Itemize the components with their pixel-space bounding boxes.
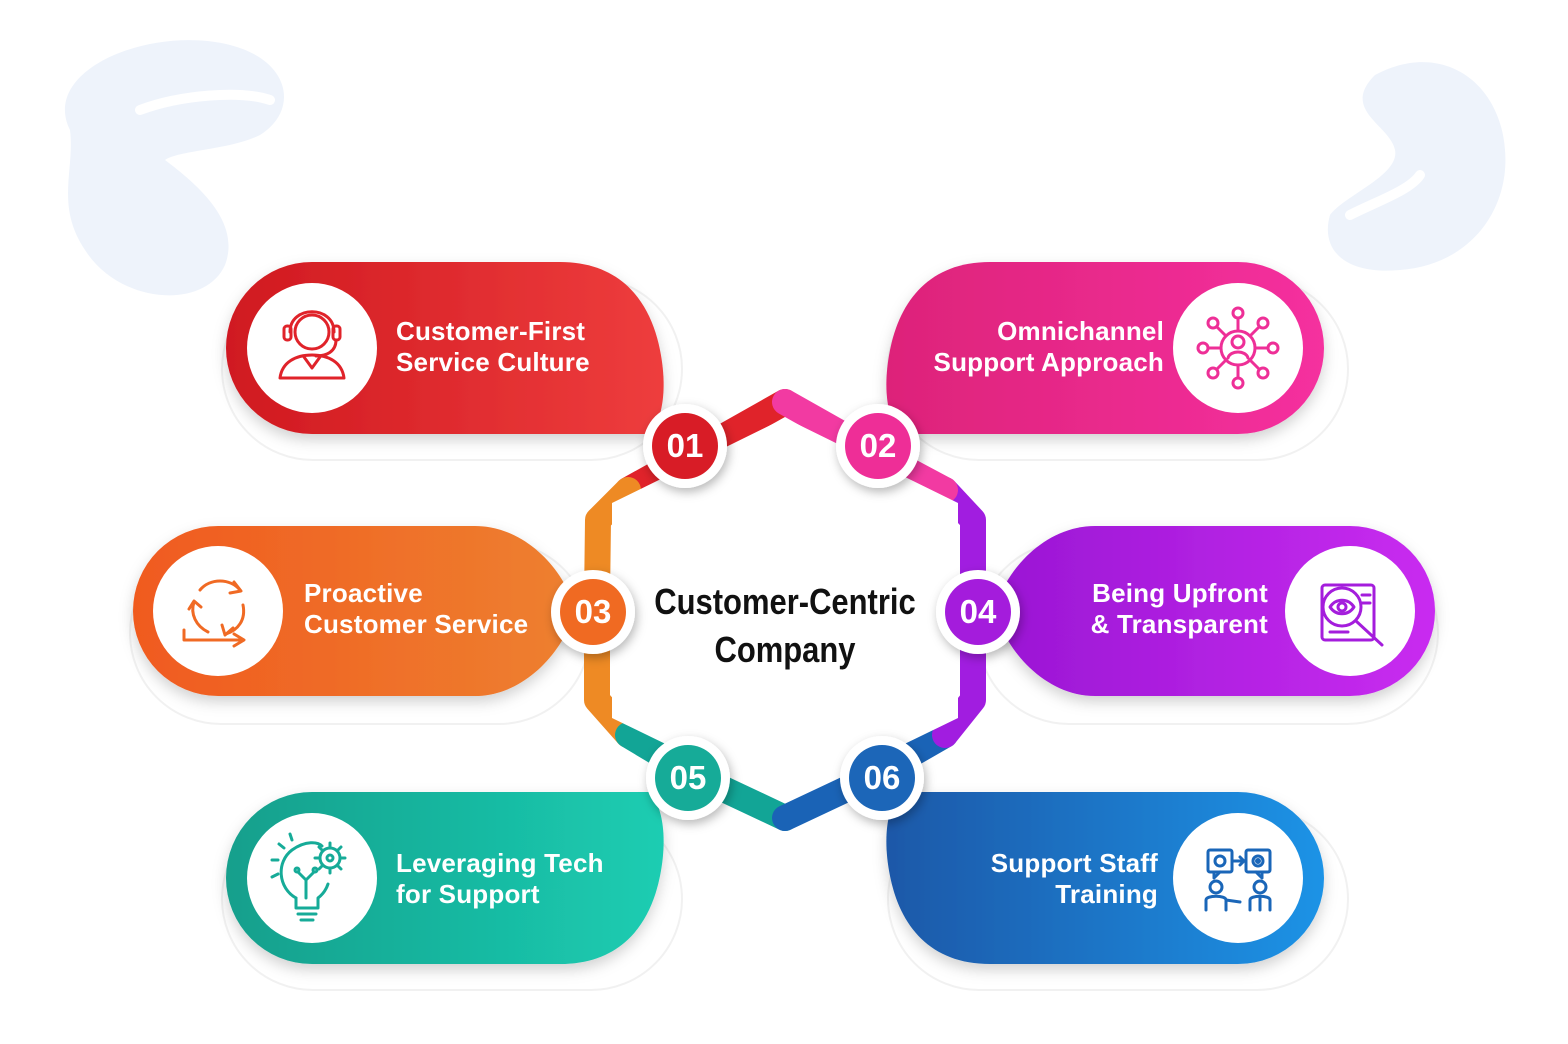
customer-support-agent-icon	[278, 310, 346, 380]
item-01-line1: Customer-First	[396, 316, 586, 346]
item-03-line1: Proactive	[304, 578, 423, 608]
item-06-line2: Training	[1055, 879, 1158, 909]
center-title-line1: Customer-Centric	[654, 581, 916, 622]
item-04-label: Being Upfront & Transparent	[1091, 578, 1268, 640]
item-04-line2: & Transparent	[1090, 609, 1268, 639]
item-03-line2: Customer Service	[304, 609, 529, 639]
item-06-line1: Support Staff	[990, 848, 1158, 878]
item-01-line2: Service Culture	[396, 347, 590, 377]
item-05-line2: for Support	[396, 879, 540, 909]
staff-training-icon	[1204, 848, 1272, 912]
hexagon-center	[612, 418, 958, 802]
decorative-blob-right	[1327, 62, 1506, 271]
item-06-number: 06	[863, 759, 901, 796]
item-05-line1: Leveraging Tech	[396, 848, 604, 878]
item-02-line1: Omnichannel	[997, 316, 1164, 346]
omnichannel-network-icon	[1196, 306, 1280, 390]
item-03-number: 03	[574, 593, 612, 630]
transparency-magnifier-icon	[1320, 583, 1384, 647]
item-03-label: Proactive Customer Service	[304, 578, 528, 640]
item-04-line1: Being Upfront	[1092, 578, 1268, 608]
number-badges	[551, 404, 1020, 820]
proactive-cycle-arrows-icon	[182, 579, 246, 648]
item-06-label: Support Staff Training	[991, 848, 1158, 910]
center-title-line2: Company	[714, 629, 856, 670]
decorative-blob-left	[64, 40, 284, 296]
item-01-label: Customer-First Service Culture	[396, 316, 590, 378]
item-05-number: 05	[669, 759, 707, 796]
item-02-line2: Support Approach	[933, 347, 1164, 377]
tech-lightbulb-gear-icon	[270, 832, 347, 922]
item-01-number: 01	[666, 427, 704, 464]
item-04-number: 04	[959, 593, 997, 630]
item-02-label: Omnichannel Support Approach	[934, 316, 1164, 378]
center-title: Customer-Centric Company	[626, 578, 944, 674]
item-05-label: Leveraging Tech for Support	[396, 848, 604, 910]
item-02-number: 02	[859, 427, 897, 464]
